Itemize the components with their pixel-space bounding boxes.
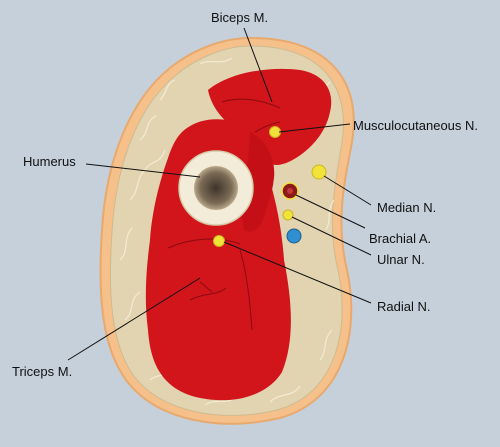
brachialis-muscle	[242, 132, 275, 232]
leader-biceps	[243, 27, 273, 103]
label-biceps: Biceps M.	[211, 10, 268, 25]
muscle-septa	[167, 98, 281, 331]
label-triceps: Triceps M.	[12, 364, 72, 379]
label-radial: Radial N.	[377, 299, 430, 314]
label-ulnar: Ulnar N.	[377, 252, 425, 267]
label-brachial: Brachial A.	[369, 231, 431, 246]
leader-ulnar	[291, 216, 372, 256]
label-musculocutaneous: Musculocutaneous N.	[353, 118, 478, 133]
brachial-artery-lumen	[287, 188, 293, 194]
musculocutaneous-nerve	[269, 126, 281, 138]
basilic-vein	[286, 228, 302, 244]
leader-lines	[67, 27, 372, 361]
median-nerve	[311, 164, 327, 180]
label-humerus: Humerus	[23, 154, 76, 169]
label-median: Median N.	[377, 200, 436, 215]
biceps-muscle	[208, 68, 332, 165]
leader-triceps	[67, 277, 201, 361]
leader-radial	[223, 241, 372, 304]
humerus-marrow	[194, 166, 238, 210]
leader-humerus	[85, 163, 201, 178]
ulnar-nerve	[282, 209, 294, 221]
leader-musculocutaneous	[278, 123, 351, 133]
radial-nerve	[213, 235, 225, 247]
leader-median	[323, 175, 372, 206]
leader-brachial	[295, 194, 366, 229]
